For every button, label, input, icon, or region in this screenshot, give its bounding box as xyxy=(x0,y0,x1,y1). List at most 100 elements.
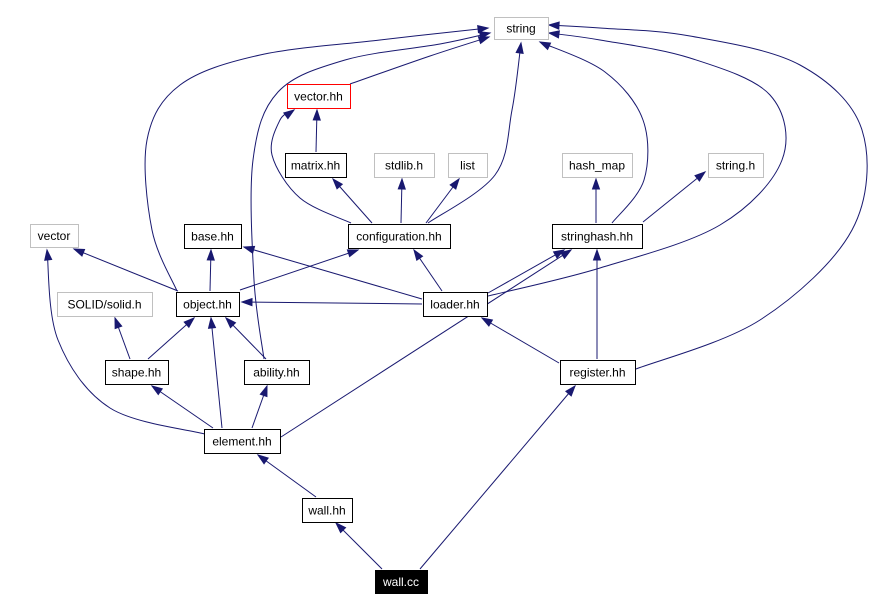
arrowhead xyxy=(559,249,573,260)
edge-object_hh-string xyxy=(144,24,490,292)
edge-loader_hh-configuration_hh xyxy=(413,248,443,292)
node-label-vector_hh: vector.hh xyxy=(294,90,343,104)
arrowhead xyxy=(331,177,344,190)
arrowhead xyxy=(256,454,269,465)
arrowhead xyxy=(240,297,253,307)
edge-loader_hh-string xyxy=(487,30,787,297)
node-configuration_hh[interactable]: configuration.hh xyxy=(348,224,451,249)
node-label-stringhash_hh: stringhash.hh xyxy=(561,230,633,244)
arrowhead xyxy=(334,521,347,534)
edge-matrix_hh-vector_hh xyxy=(312,108,321,153)
edge-ability_hh-object_hh xyxy=(224,316,267,360)
node-label-register_hh: register.hh xyxy=(569,366,625,380)
arrowhead xyxy=(224,316,237,329)
node-label-base_hh: base.hh xyxy=(191,230,234,244)
edge-register_hh-stringhash_hh xyxy=(592,248,602,359)
node-label-string: string xyxy=(506,22,535,36)
edge-loader_hh-object_hh xyxy=(240,297,423,307)
node-matrix_hh[interactable]: matrix.hh xyxy=(285,153,347,178)
arrowhead xyxy=(283,109,296,120)
arrowhead xyxy=(515,41,524,54)
arrowhead xyxy=(242,245,256,254)
node-label-solid_h: SOLID/solid.h xyxy=(67,298,141,312)
node-label-stdlib_h: stdlib.h xyxy=(385,159,423,173)
node-solid_h[interactable]: SOLID/solid.h xyxy=(57,292,153,317)
node-base_hh[interactable]: base.hh xyxy=(184,224,242,249)
node-stdlib_h[interactable]: stdlib.h xyxy=(374,153,435,178)
node-label-shape_hh: shape.hh xyxy=(112,366,161,380)
arrowhead xyxy=(397,177,406,190)
arrowhead xyxy=(413,248,424,262)
arrowhead xyxy=(114,316,123,330)
edge-configuration_hh-string xyxy=(427,41,524,224)
edge-wall_cc-register_hh xyxy=(419,384,576,570)
node-object_hh[interactable]: object.hh xyxy=(176,292,240,317)
arrowhead xyxy=(150,385,164,396)
arrowhead xyxy=(547,21,560,30)
node-list[interactable]: list xyxy=(448,153,488,178)
edge-stringhash_hh-string xyxy=(538,41,649,224)
edge-object_hh-vector xyxy=(72,248,179,292)
arrowhead xyxy=(592,248,602,261)
node-label-wall_cc: wall.cc xyxy=(382,575,419,589)
arrowhead xyxy=(565,384,576,397)
arrowhead xyxy=(44,248,53,261)
edge-element_hh-stringhash_hh xyxy=(280,249,573,438)
edge-element_hh-ability_hh xyxy=(251,384,268,429)
arrowhead xyxy=(346,249,360,258)
node-label-ability_hh: ability.hh xyxy=(253,366,299,380)
edge-register_hh-string xyxy=(547,21,868,370)
edge-stringhash_hh-string_h xyxy=(642,171,707,223)
node-hash_map[interactable]: hash_map xyxy=(562,153,633,178)
edge-element_hh-object_hh xyxy=(207,316,223,429)
edge-wall_cc-wall_hh xyxy=(334,521,383,570)
arrowhead xyxy=(547,30,560,39)
node-stringhash_hh[interactable]: stringhash.hh xyxy=(552,224,643,249)
node-register_hh[interactable]: register.hh xyxy=(560,360,636,385)
arrowhead xyxy=(480,317,494,327)
edge-element_hh-shape_hh xyxy=(150,385,214,429)
edge-configuration_hh-vector_hh xyxy=(270,109,352,224)
node-vector[interactable]: vector xyxy=(30,224,79,248)
node-label-matrix_hh: matrix.hh xyxy=(291,159,340,173)
node-string[interactable]: string xyxy=(494,17,549,40)
edge-vector_hh-string xyxy=(349,36,491,85)
node-element_hh[interactable]: element.hh xyxy=(204,429,281,454)
arrowhead xyxy=(183,316,196,329)
edge-wall_hh-element_hh xyxy=(256,454,317,498)
arrowhead xyxy=(694,171,707,182)
node-label-string_h: string.h xyxy=(716,159,755,173)
node-vector_hh[interactable]: vector.hh xyxy=(287,84,351,109)
edge-shape_hh-object_hh xyxy=(147,316,196,360)
node-string_h[interactable]: string.h xyxy=(708,153,764,178)
node-label-element_hh: element.hh xyxy=(212,435,271,449)
edge-configuration_hh-stdlib_h xyxy=(397,177,406,224)
node-shape_hh[interactable]: shape.hh xyxy=(105,360,169,385)
arrowhead xyxy=(552,249,566,259)
node-loader_hh[interactable]: loader.hh xyxy=(423,292,488,317)
node-label-vector: vector xyxy=(38,229,71,243)
node-label-hash_map: hash_map xyxy=(569,159,625,173)
node-wall_hh[interactable]: wall.hh xyxy=(302,498,353,523)
arrowhead xyxy=(477,36,491,45)
node-label-object_hh: object.hh xyxy=(183,298,232,312)
edge-shape_hh-solid_h xyxy=(114,316,131,360)
edge-loader_hh-base_hh xyxy=(242,245,423,300)
node-label-wall_hh: wall.hh xyxy=(307,504,345,518)
node-ability_hh[interactable]: ability.hh xyxy=(244,360,310,385)
edge-object_hh-configuration_hh xyxy=(239,249,360,291)
arrowhead xyxy=(591,177,601,190)
arrowhead xyxy=(312,108,321,121)
arrowhead xyxy=(477,24,490,34)
edge-stringhash_hh-hash_map xyxy=(591,177,601,223)
arrowhead xyxy=(207,316,217,329)
edge-object_hh-base_hh xyxy=(206,248,215,292)
arrowhead xyxy=(449,177,460,190)
edge-element_hh-vector xyxy=(44,248,206,435)
node-wall_cc[interactable]: wall.cc xyxy=(375,570,428,594)
arrowhead xyxy=(72,248,86,257)
arrowhead xyxy=(538,41,552,51)
node-label-loader_hh: loader.hh xyxy=(430,298,479,312)
